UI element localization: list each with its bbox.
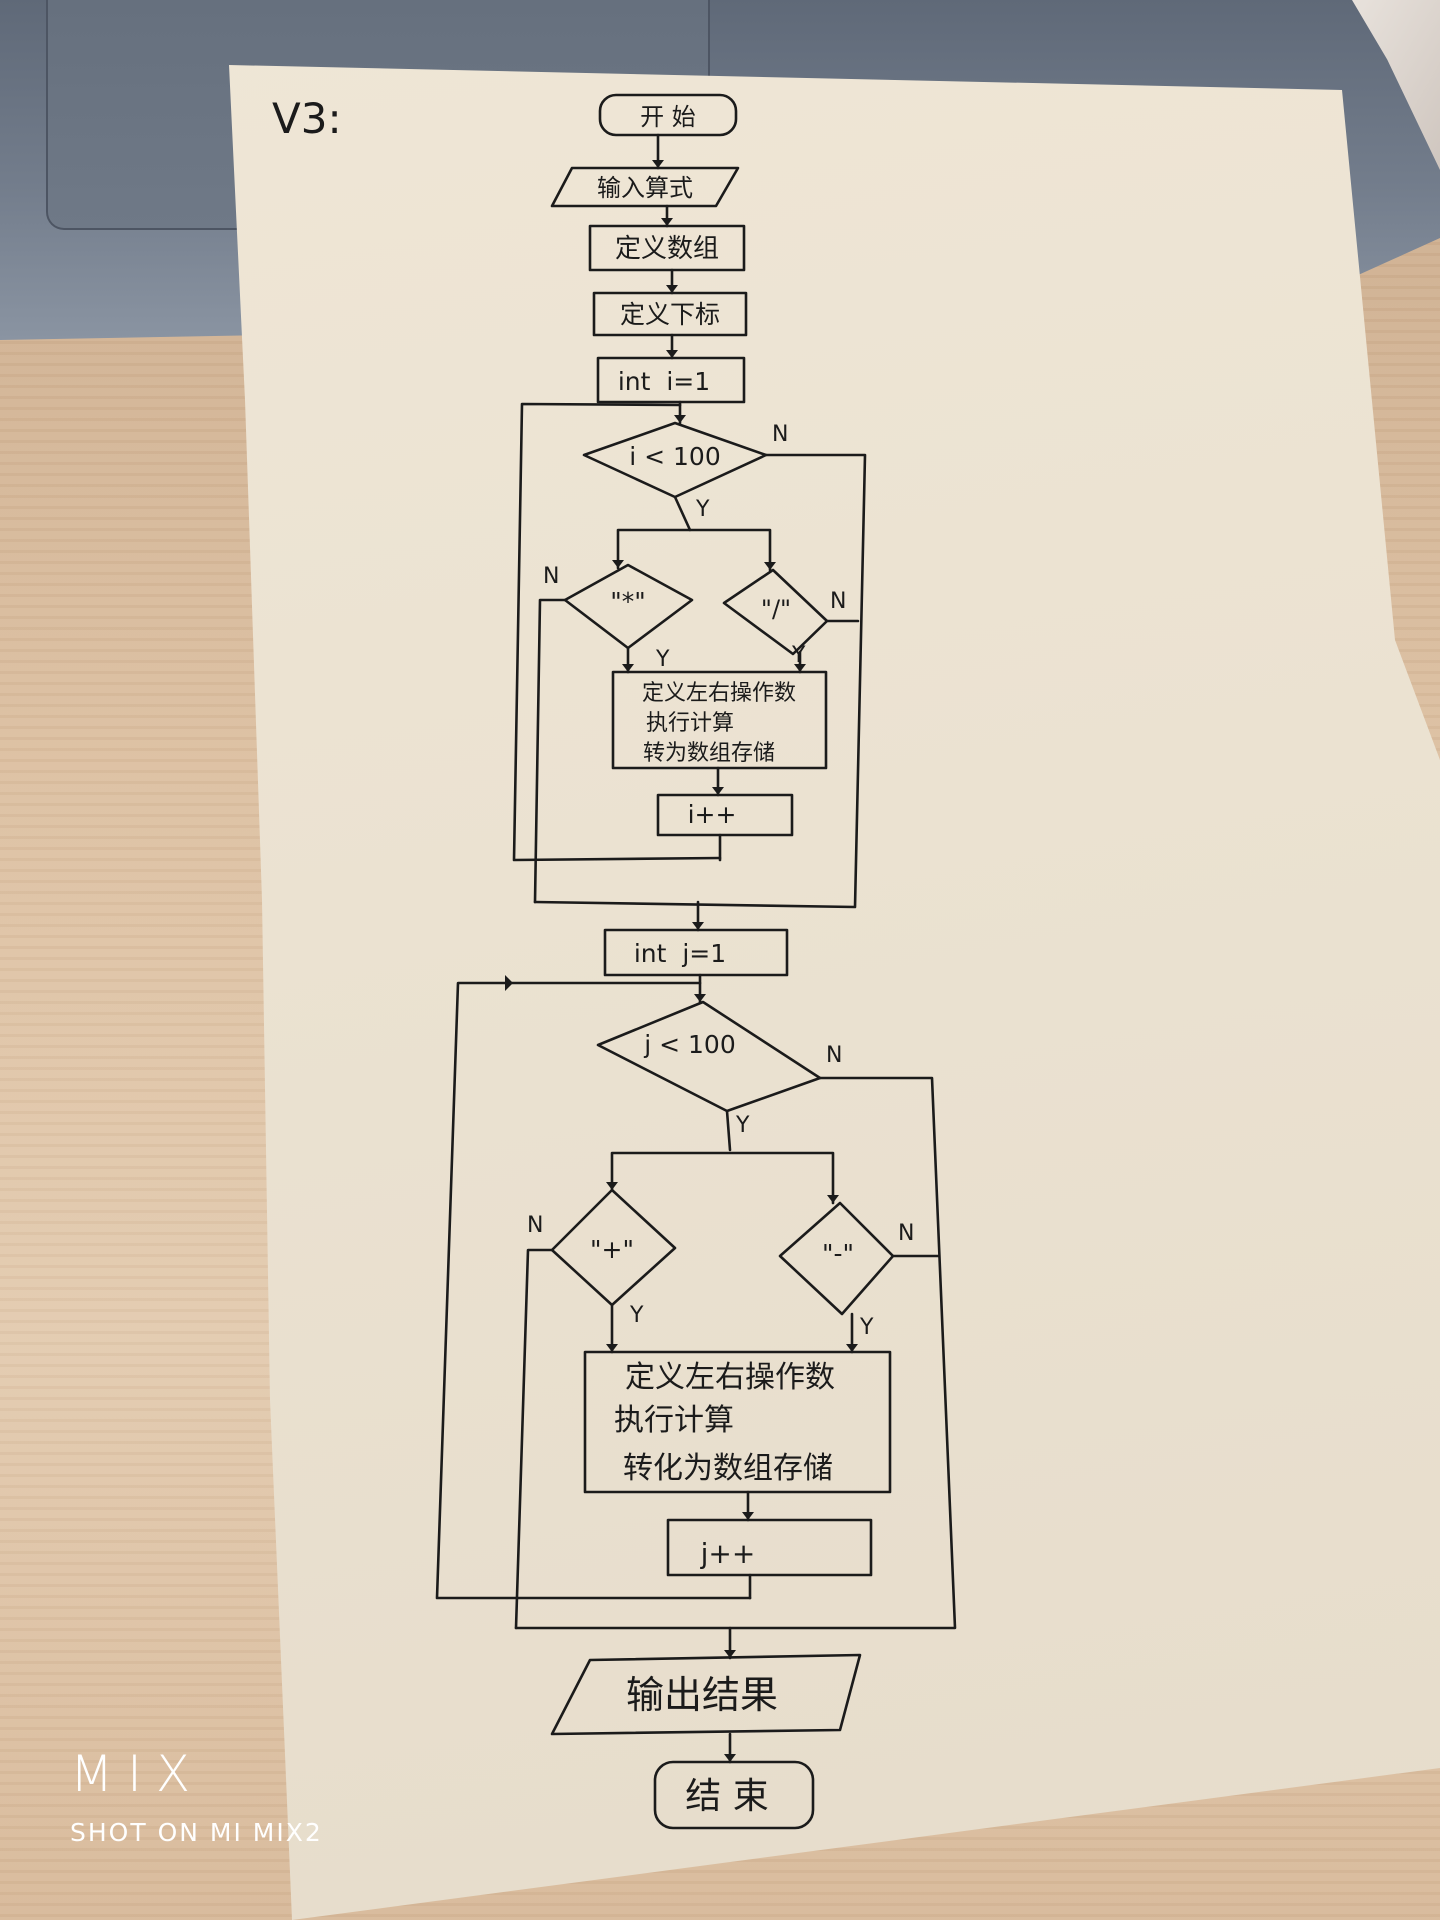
arrowhead — [612, 560, 624, 568]
init-j-text: int j=1 — [634, 939, 726, 968]
watermark-logo: MIX — [70, 1745, 205, 1803]
arrowhead — [606, 1182, 618, 1190]
inc-j-text: j++ — [700, 1537, 756, 1570]
cond-sub-text: "-" — [822, 1239, 854, 1268]
process1-line1: 定义左右操作数 — [642, 681, 796, 706]
no-mul-bypass — [533, 598, 567, 904]
flow-lines — [435, 93, 957, 1830]
version-label: V3: — [272, 94, 342, 143]
define-array-text: 定义数组 — [615, 234, 719, 264]
loop-back-i — [512, 402, 722, 862]
label-n-sub: N — [898, 1221, 914, 1246]
label-y-mul: Y — [655, 647, 670, 672]
cond-i-yes — [673, 495, 692, 532]
arrowhead — [712, 787, 724, 795]
inc-i-box — [656, 793, 794, 837]
no-add-bypass — [514, 1248, 554, 1630]
loop-back-j — [435, 981, 752, 1600]
arrowhead — [742, 1512, 754, 1520]
process2-line2: 执行计算 — [614, 1403, 734, 1438]
split-j — [610, 1151, 835, 1205]
label-y-j: Y — [735, 1113, 750, 1138]
end-terminal — [653, 1760, 815, 1830]
cond-div-text: "/" — [761, 595, 791, 623]
input-text: 输入算式 — [597, 174, 693, 202]
end-text: 结 束 — [685, 1776, 768, 1817]
process2-box — [583, 1350, 892, 1494]
define-index-text: 定义下标 — [620, 300, 720, 329]
process1-line2: 执行计算 — [646, 711, 734, 736]
cond-i-text: i < 100 — [629, 442, 721, 471]
cond-mul-text: "*" — [610, 587, 646, 616]
input-parallelogram — [550, 166, 740, 208]
arrowhead — [674, 415, 686, 423]
arrowhead — [692, 922, 704, 930]
start-text: 开 始 — [640, 103, 696, 131]
arrowhead — [694, 994, 706, 1002]
label-n-div: N — [830, 589, 846, 614]
arrowhead — [724, 1754, 736, 1762]
split-i — [616, 528, 772, 572]
arrowhead — [666, 285, 678, 293]
arrowhead — [661, 218, 673, 226]
watermark-caption: SHOT ON MI MIX2 — [70, 1818, 323, 1847]
decision-add-diamond — [550, 1188, 677, 1307]
start-terminal — [598, 93, 738, 137]
arrowhead — [794, 664, 806, 672]
no-exit-j — [514, 1076, 957, 1630]
arrowhead — [764, 562, 776, 570]
label-n-add: N — [527, 1213, 543, 1238]
no-exit-i — [533, 453, 867, 909]
define-index-box — [592, 291, 748, 337]
label-y-sub: Y — [859, 1315, 874, 1340]
init-j-box — [603, 928, 789, 977]
arrowhead — [622, 664, 634, 672]
label-y-i: Y — [695, 497, 710, 522]
output-parallelogram — [550, 1653, 862, 1736]
label-n-mul: N — [543, 564, 559, 589]
arrowhead — [505, 975, 513, 991]
arrowhead — [666, 350, 678, 358]
arrowheads — [505, 160, 858, 1762]
init-i-text: int i=1 — [618, 367, 710, 396]
label-n-j: N — [826, 1043, 842, 1068]
process1-box — [611, 670, 828, 770]
cond-j-yes — [725, 1109, 732, 1152]
label-y-add: Y — [629, 1303, 644, 1328]
label-y-div: Y — [791, 643, 806, 668]
process1-line3: 转为数组存储 — [643, 741, 775, 766]
inc-j-box — [666, 1518, 873, 1577]
cond-j-text: j < 100 — [643, 1030, 736, 1059]
process2-line1: 定义左右操作数 — [625, 1360, 835, 1395]
label-n-i: N — [772, 422, 788, 447]
inc-i-text: i++ — [688, 800, 737, 829]
arrowhead — [652, 160, 664, 168]
decision-mul-diamond — [563, 563, 694, 650]
output-text: 输出结果 — [626, 1673, 778, 1717]
arrowhead — [846, 1344, 858, 1352]
cond-add-text: "+" — [590, 1235, 634, 1264]
arrowhead — [827, 1195, 839, 1203]
camera-watermark: MIX SHOT ON MI MIX2 — [70, 1748, 323, 1847]
arrowhead — [606, 1344, 618, 1352]
process2-line3: 转化为数组存储 — [623, 1451, 833, 1486]
arrowhead — [724, 1650, 736, 1658]
